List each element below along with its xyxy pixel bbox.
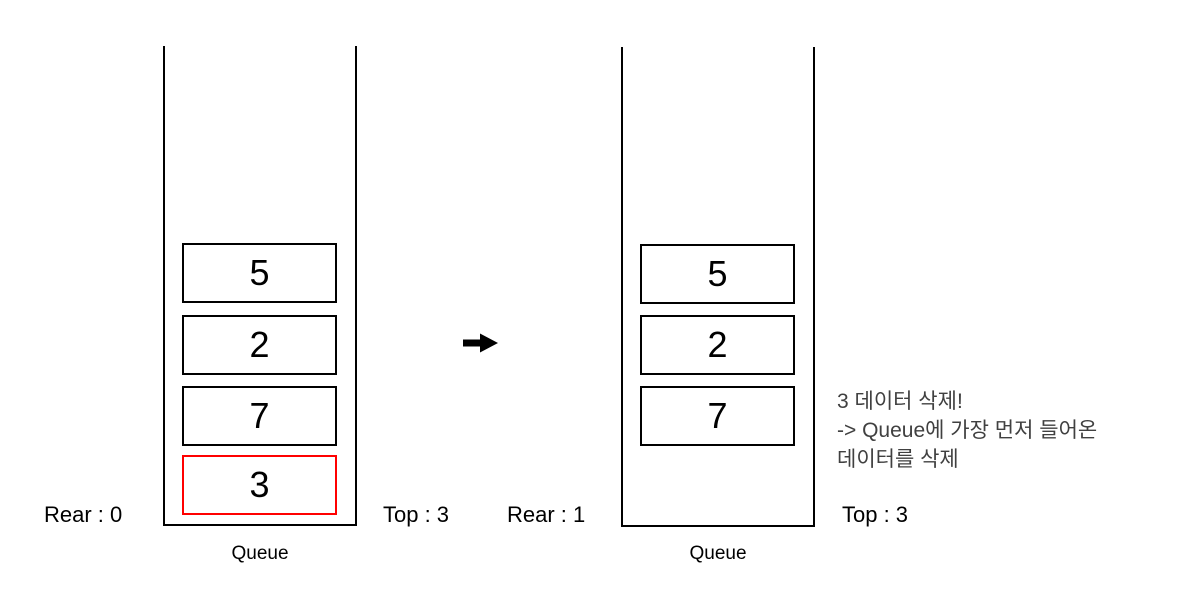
right-arrow-icon [463, 332, 499, 354]
right-queue-container [621, 47, 815, 527]
left-queue-cell-7: 7 [182, 386, 337, 446]
dequeue-annotation: 3 데이터 삭제! -> Queue에 가장 먼저 들어온 데이터를 삭제 [837, 387, 1182, 474]
cell-value: 7 [249, 395, 270, 436]
left-queue-container [163, 46, 357, 526]
annotation-line-3: 데이터를 삭제 [837, 448, 959, 471]
left-queue-cell-2: 2 [182, 315, 337, 375]
cell-value: 5 [707, 253, 728, 294]
right-queue-cell-5: 5 [640, 244, 795, 304]
queue-caption-right: Queue [689, 543, 747, 564]
rear-label-left: Rear : 0 [44, 502, 123, 527]
cell-value: 2 [707, 324, 728, 365]
cell-value: 7 [707, 395, 728, 436]
rear-label-right: Rear : 1 [507, 502, 586, 527]
cell-value: 2 [249, 324, 270, 365]
top-label-right: Top : 3 [842, 502, 909, 527]
annotation-line-2: -> Queue에 가장 먼저 들어온 [837, 419, 1098, 442]
top-label-left: Top : 3 [383, 502, 450, 527]
left-queue-cell-3-highlighted: 3 [182, 455, 337, 515]
right-queue-cell-7: 7 [640, 386, 795, 446]
cell-value: 5 [249, 252, 270, 293]
annotation-line-1: 3 데이터 삭제! [837, 390, 963, 413]
queue-caption-left: Queue [231, 543, 289, 564]
cell-value: 3 [249, 464, 270, 505]
left-queue-cell-5: 5 [182, 243, 337, 303]
right-queue-cell-2: 2 [640, 315, 795, 375]
